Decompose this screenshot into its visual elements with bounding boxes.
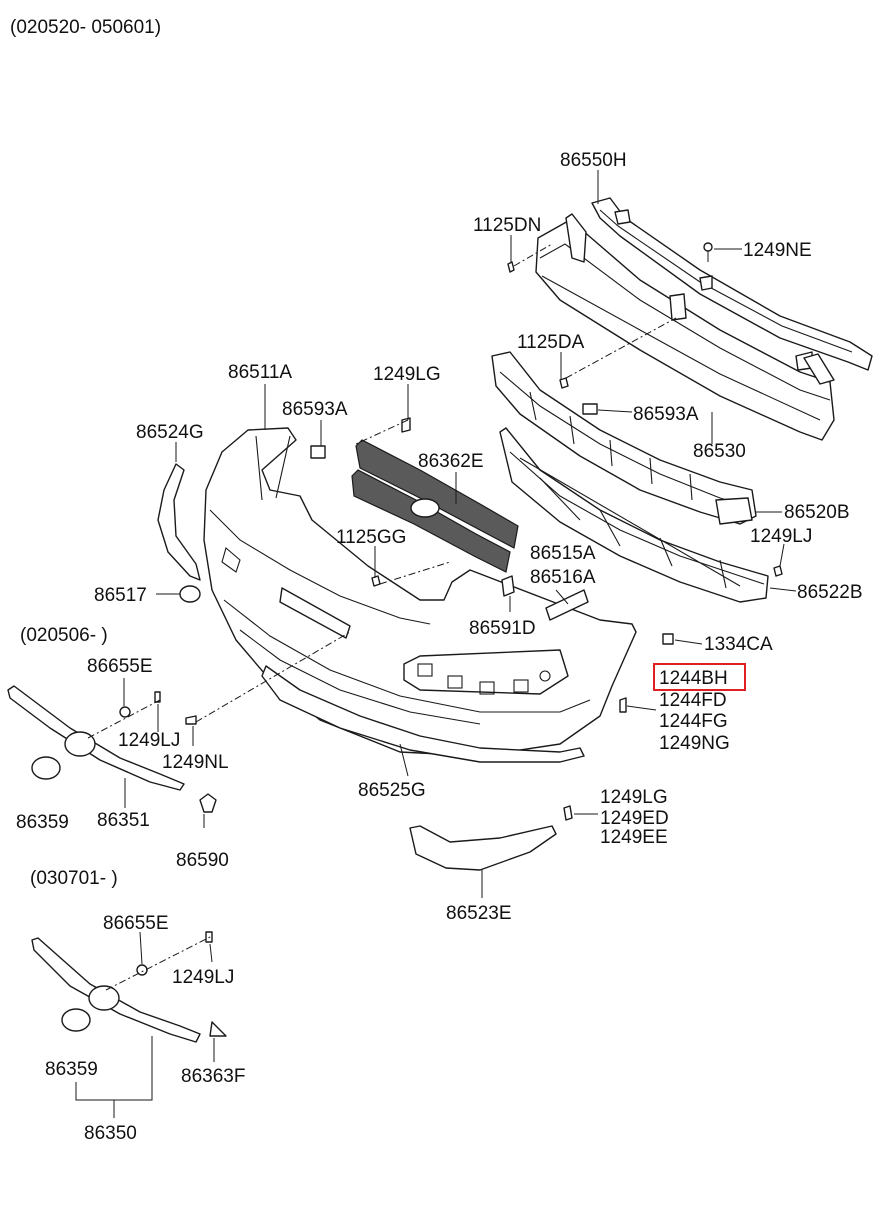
clip-86590-icon xyxy=(199,793,217,813)
label-86511a[interactable]: 86511A xyxy=(228,362,292,383)
label-1249ne[interactable]: 1249NE xyxy=(743,240,812,261)
cap-86517-icon xyxy=(179,585,201,603)
screw-1249lg-top-icon xyxy=(401,417,411,433)
label-86515a[interactable]: 86515A xyxy=(530,543,596,564)
label-86590[interactable]: 86590 xyxy=(176,850,229,871)
label-86593a-left[interactable]: 86593A xyxy=(282,399,348,420)
label-1125da[interactable]: 1125DA xyxy=(517,332,585,353)
label-86350[interactable]: 86350 xyxy=(84,1123,137,1144)
label-86593a-right[interactable]: 86593A xyxy=(633,404,699,425)
alignment-lines xyxy=(87,243,677,991)
clip-86593a-left-icon xyxy=(310,445,326,459)
date-range-variant-b: (030701- ) xyxy=(30,868,118,889)
emblem-86359-b-icon xyxy=(61,1008,91,1032)
screw-1125gg-icon xyxy=(371,575,381,587)
part-labels: 86550H 1125DN 1249NE 1125DA 86593A 86530… xyxy=(16,150,863,1144)
label-86524g[interactable]: 86524G xyxy=(136,422,204,443)
label-1125dn[interactable]: 1125DN xyxy=(473,215,541,236)
clip-1334ca-icon xyxy=(662,633,674,645)
grille-trim-variant-a-part xyxy=(7,685,217,813)
screw-1125da-icon xyxy=(559,377,569,389)
label-1249lj-a[interactable]: 1249LJ xyxy=(118,730,180,751)
fasteners xyxy=(179,242,783,821)
label-1249nl[interactable]: 1249NL xyxy=(162,752,229,773)
label-1249lj-b[interactable]: 1249LJ xyxy=(172,967,234,988)
label-86523e[interactable]: 86523E xyxy=(446,903,512,924)
screw-1249lj-a-icon xyxy=(154,691,161,703)
label-86363f[interactable]: 86363F xyxy=(181,1066,245,1087)
bumper-absorber-part xyxy=(491,351,757,525)
label-86520b[interactable]: 86520B xyxy=(784,502,850,523)
front-bumper-cover-part xyxy=(203,427,637,757)
screw-1249lg-bottom-icon xyxy=(563,805,573,821)
label-86591d[interactable]: 86591D xyxy=(469,618,536,639)
clip-86593a-right-icon xyxy=(582,403,598,415)
label-86655e-a[interactable]: 86655E xyxy=(87,656,153,677)
screw-1249nl-icon xyxy=(185,715,197,725)
label-86516a[interactable]: 86516A xyxy=(530,567,596,588)
label-86362e[interactable]: 86362E xyxy=(418,451,484,472)
screw-1244bh-icon xyxy=(619,697,627,713)
label-1244fd[interactable]: 1244FD xyxy=(659,690,727,711)
emblem-86359-a-icon xyxy=(31,756,61,780)
clip-86655e-b-icon xyxy=(136,964,148,976)
label-1249lj-right[interactable]: 1249LJ xyxy=(750,526,812,547)
bracket-86515a-icon xyxy=(545,589,589,621)
label-1249ed[interactable]: 1249ED xyxy=(600,808,669,829)
screw-1249lj-right-icon xyxy=(773,565,783,577)
bumper-back-beam-part xyxy=(535,213,835,441)
label-1244bh[interactable]: 1244BH xyxy=(659,668,728,689)
label-1125gg[interactable]: 1125GG xyxy=(336,527,406,548)
label-86550h[interactable]: 86550H xyxy=(560,150,627,171)
lower-grille-part xyxy=(499,427,769,603)
date-range-main: (020520- 050601) xyxy=(10,17,161,38)
label-86351[interactable]: 86351 xyxy=(97,810,150,831)
clip-86655e-a-icon xyxy=(119,706,131,718)
screw-1249ne-icon xyxy=(703,242,713,252)
lower-corner-strip-part xyxy=(409,825,557,871)
label-1249lg-bottom[interactable]: 1249LG xyxy=(600,787,668,808)
label-86517[interactable]: 86517 xyxy=(94,585,147,606)
grille-trim-variant-b-part xyxy=(31,931,227,1043)
label-1244fg[interactable]: 1244FG xyxy=(659,711,728,732)
label-1334ca[interactable]: 1334CA xyxy=(704,634,773,655)
label-86530[interactable]: 86530 xyxy=(693,441,746,462)
label-1249ee[interactable]: 1249EE xyxy=(600,827,668,848)
label-86522b[interactable]: 86522B xyxy=(797,582,863,603)
label-86525g[interactable]: 86525G xyxy=(358,780,426,801)
radiator-grille-part xyxy=(351,439,519,573)
clip-86363f-icon xyxy=(209,1021,227,1037)
highlight-box-1244bh xyxy=(653,663,746,691)
date-range-variant-a: (020506- ) xyxy=(20,625,108,646)
label-1249ng[interactable]: 1249NG xyxy=(659,733,730,754)
side-strip-part xyxy=(157,463,201,581)
label-1249lg-top[interactable]: 1249LG xyxy=(373,364,441,385)
label-86655e-b[interactable]: 86655E xyxy=(103,913,169,934)
label-86359-b[interactable]: 86359 xyxy=(45,1059,98,1080)
leader-lines xyxy=(75,170,797,1118)
lower-lip-strip-part xyxy=(261,665,585,763)
label-86359-a[interactable]: 86359 xyxy=(16,812,69,833)
clip-86591d-icon xyxy=(501,575,515,597)
screw-1125dn-icon xyxy=(507,261,515,273)
